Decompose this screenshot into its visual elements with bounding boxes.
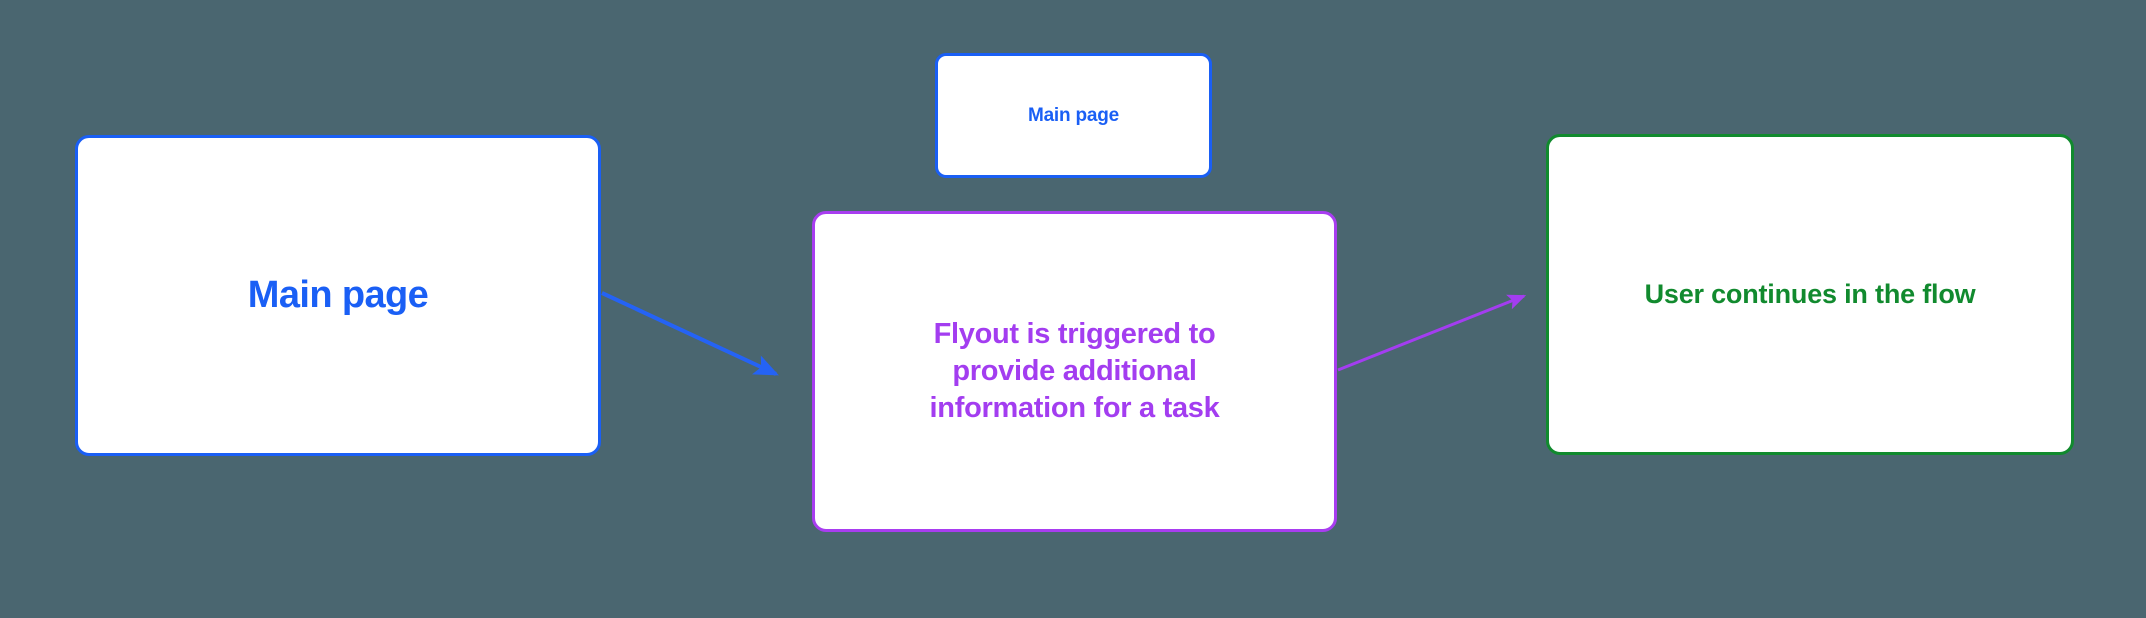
node-main-page-small-label: Main page — [1027, 104, 1120, 126]
node-flyout-label: Flyout is triggered to provide additiona… — [929, 317, 1220, 425]
node-main-page[interactable]: Main page — [75, 135, 601, 456]
connector-flyout-to-user-continues — [1337, 294, 1527, 372]
node-user-continues-label: User continues in the flow — [1644, 279, 1976, 310]
connector-main-page-to-flyout — [601, 291, 779, 376]
node-flyout[interactable]: Flyout is triggered to provide additiona… — [812, 211, 1337, 532]
node-main-page-small[interactable]: Main page — [935, 53, 1212, 178]
node-main-page-label: Main page — [247, 274, 429, 317]
node-user-continues[interactable]: User continues in the flow — [1546, 134, 2074, 455]
